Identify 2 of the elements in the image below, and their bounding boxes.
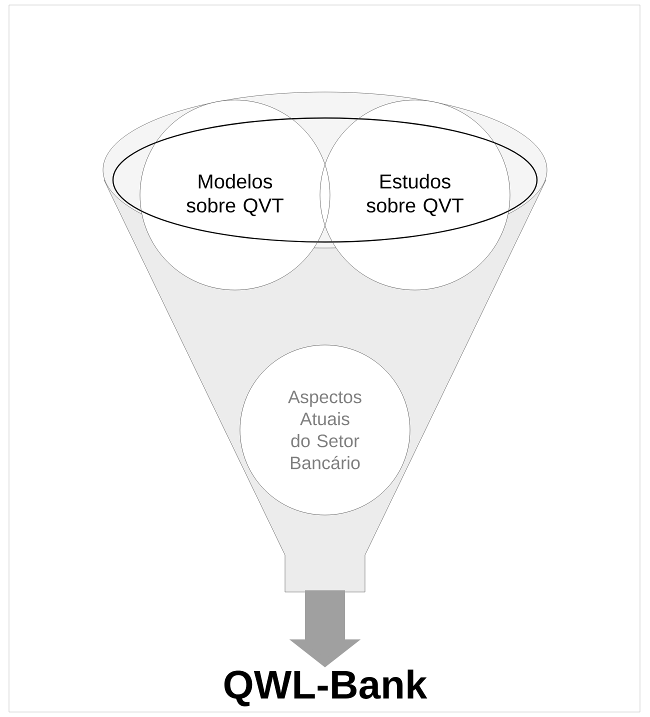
funnel-drawing — [102, 92, 548, 592]
result-text: QWL-Bank — [224, 670, 428, 706]
